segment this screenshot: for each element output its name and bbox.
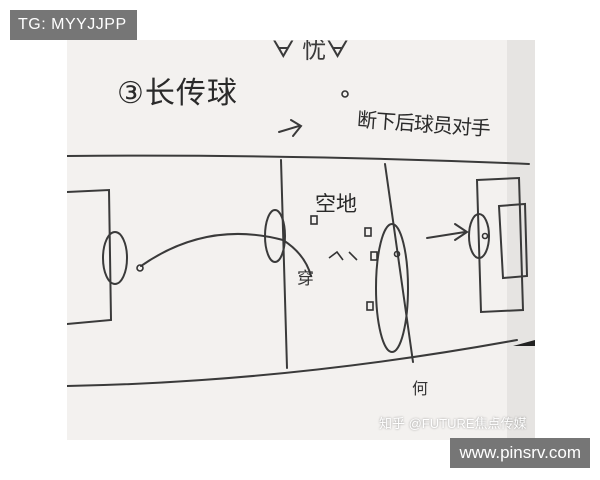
long-pass-curve [140, 232, 312, 277]
sketch-title: ③长传球 [117, 76, 238, 111]
left-arc [102, 231, 128, 285]
mid-label: 穿 [297, 269, 314, 289]
line-center-right [384, 163, 414, 363]
top-fragment-text: ᗄ 忧ᗄ [272, 40, 349, 64]
pitch-bottom-line [67, 339, 518, 387]
line-center-left [280, 159, 288, 369]
top-arrow [278, 119, 303, 137]
left-penalty-box [67, 188, 113, 325]
right-arrow [426, 223, 469, 241]
right-goal-box [497, 202, 529, 280]
right-penalty-box [475, 176, 525, 314]
tactics-sketch-photo: ᗄ 忧ᗄ ③长传球 断下后球员对手 空地 穿 何 知乎 @FUTURE焦点传媒 [67, 40, 535, 440]
site-badge: www.pinsrv.com [450, 438, 590, 468]
pitch-drawing [67, 40, 535, 440]
pitch-top-line [67, 154, 530, 165]
right-arc [468, 213, 490, 259]
bottom-label: 何 [412, 379, 429, 398]
zone-label: 空地 [315, 192, 357, 216]
zhihu-watermark: 知乎 @FUTURE焦点传媒 [379, 416, 527, 431]
tg-badge: TG: MYYJJPP [10, 10, 137, 40]
right-ellipse [375, 223, 409, 353]
pen-tip [513, 340, 535, 346]
